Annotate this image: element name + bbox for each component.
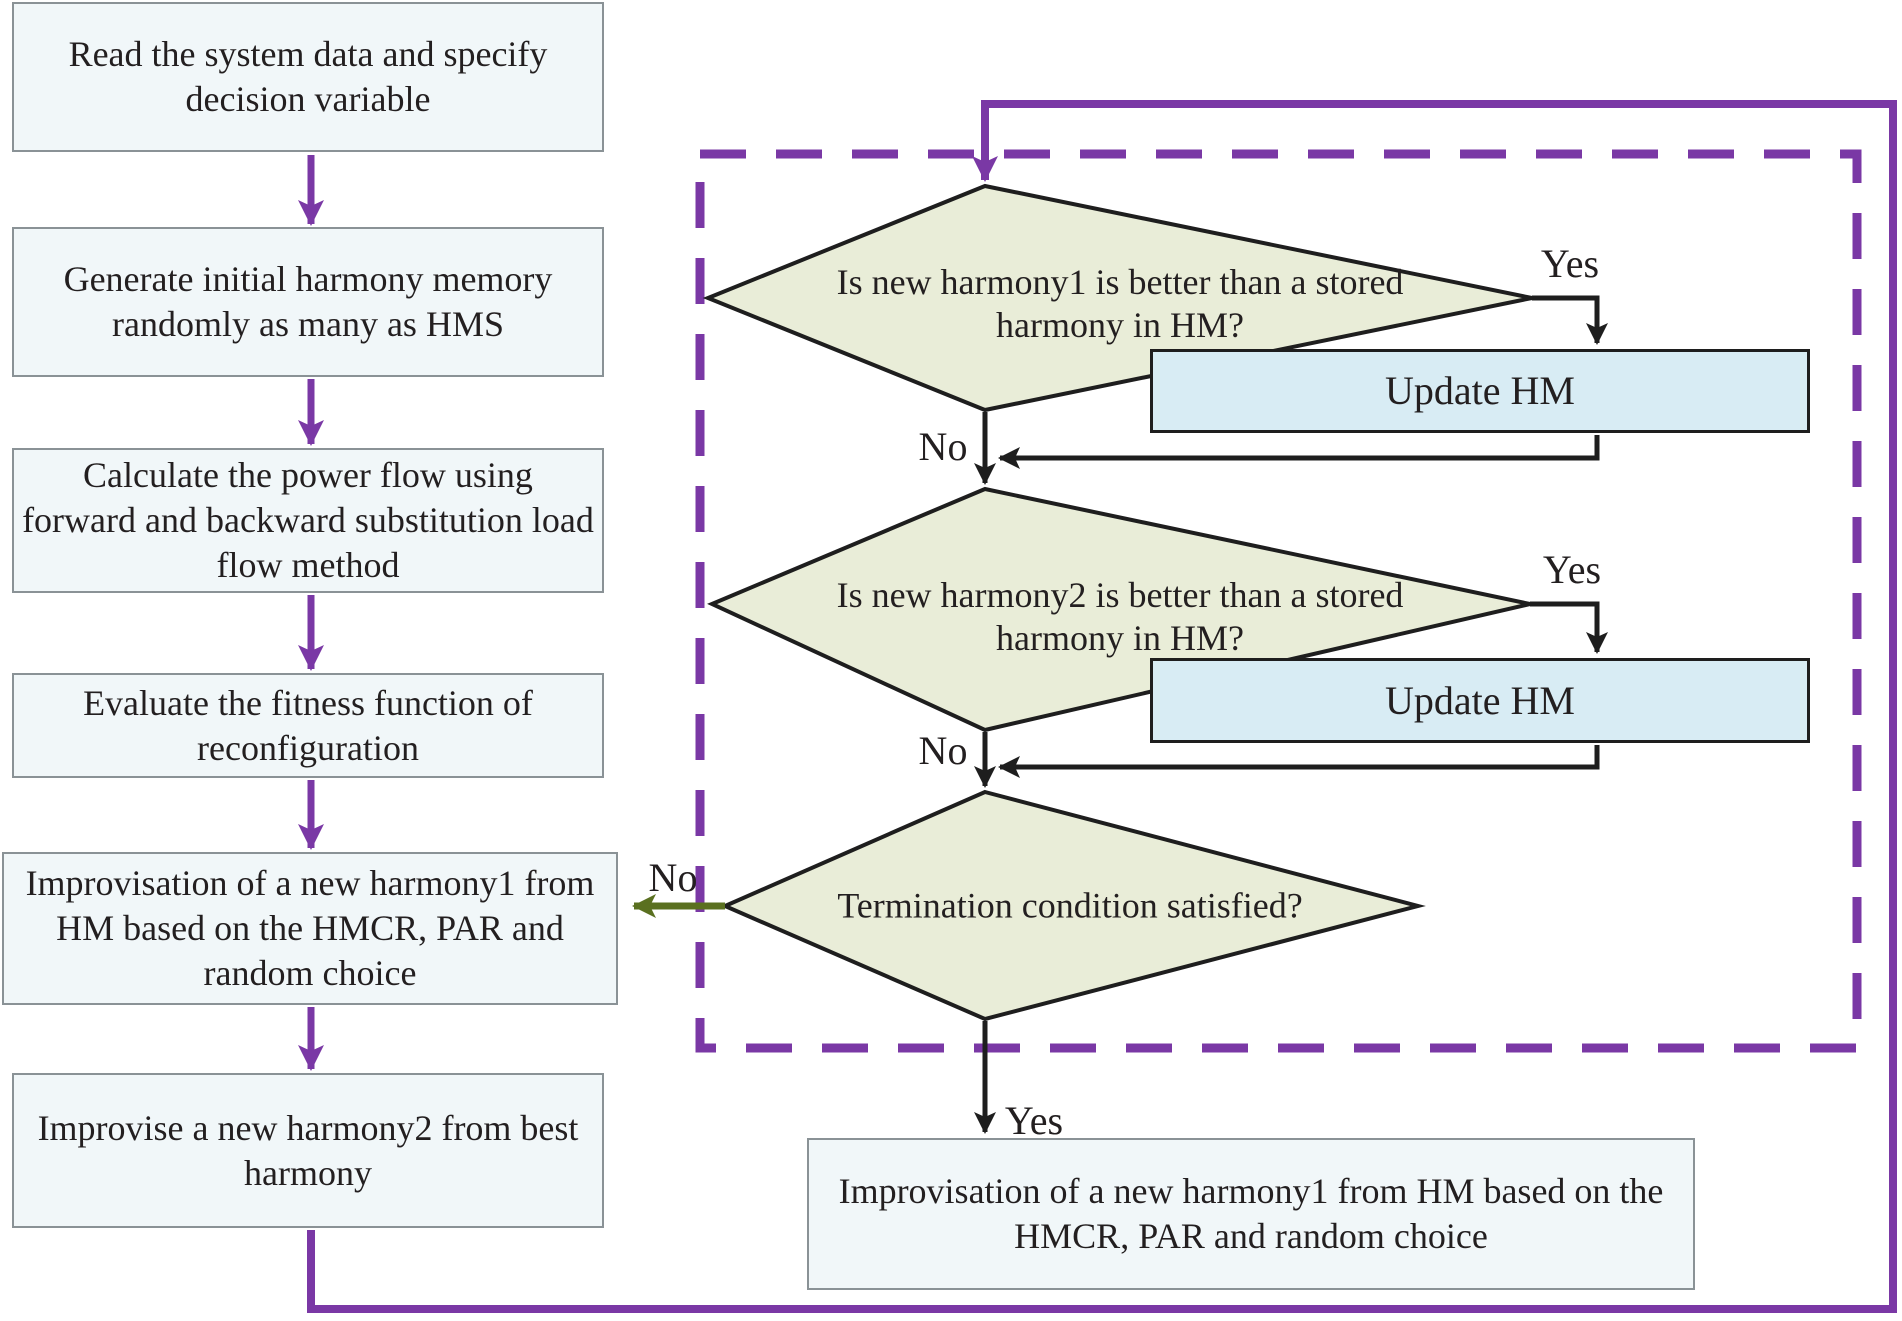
decision-diamond-termination xyxy=(720,789,1426,1022)
process-box-label: Generate initial harmony memory randomly… xyxy=(63,259,553,344)
yes-label-termination: Yes xyxy=(1004,1098,1064,1143)
process-box-improvise-harmony1: Improvisation of a new harmony1 from HM … xyxy=(2,852,618,1005)
yes-label-decision1: Yes xyxy=(1540,241,1600,286)
process-box-read-system-data: Read the system data and specify decisio… xyxy=(12,2,604,152)
update-hm-label: Update HM xyxy=(1385,677,1575,723)
yes-edge-decision2-to-update2 xyxy=(1530,601,1608,654)
decision-question-termination: Termination condition satisfied? xyxy=(837,885,1303,926)
update-hm-box-1: Update HM xyxy=(1150,349,1810,433)
process-box-final-improvisation: Improvisation of a new harmony1 from HM … xyxy=(807,1138,1695,1290)
yes-label-decision2: Yes xyxy=(1542,547,1602,592)
loop-boundary-dashed-border xyxy=(695,149,1862,1053)
decision-diamond-harmony1 xyxy=(702,183,1533,413)
yes-edge-decision1-to-update1 xyxy=(1532,295,1608,345)
process-box-label: Improvisation of a new harmony1 from HM … xyxy=(25,863,595,993)
decision-question-harmony2: Is new harmony2 is better than a stored … xyxy=(836,574,1404,658)
no-label-termination: No xyxy=(648,855,698,900)
process-box-improvise-harmony2: Improvise a new harmony2 from best harmo… xyxy=(12,1073,604,1228)
update-hm-label: Update HM xyxy=(1385,368,1575,413)
decision-question-harmony1: Is new harmony1 is better than a stored … xyxy=(836,261,1404,345)
return-edge-update2-to-mainline xyxy=(998,745,1600,778)
process-box-label: Evaluate the fitness function of reconfi… xyxy=(83,682,533,768)
update-hm-box-2: Update HM xyxy=(1150,658,1810,743)
decision-diamond-harmony2 xyxy=(707,486,1531,733)
process-box-label: Calculate the power flow using forward a… xyxy=(22,455,594,585)
no-label-decision1: No xyxy=(918,424,968,469)
process-box-evaluate-fitness: Evaluate the fitness function of reconfi… xyxy=(12,673,604,778)
process-box-label: Improvisation of a new harmony1 from HM … xyxy=(838,1171,1664,1256)
process-box-label: Improvise a new harmony2 from best harmo… xyxy=(37,1107,579,1193)
process-box-calculate-power-flow: Calculate the power flow using forward a… xyxy=(12,448,604,593)
return-edge-update1-to-mainline xyxy=(998,435,1600,469)
process-box-generate-initial-hm: Generate initial harmony memory randomly… xyxy=(12,227,604,377)
no-label-decision2: No xyxy=(918,728,968,773)
process-box-label: Read the system data and specify decisio… xyxy=(68,34,548,119)
loop-back-edge-arrow xyxy=(307,100,1897,1313)
